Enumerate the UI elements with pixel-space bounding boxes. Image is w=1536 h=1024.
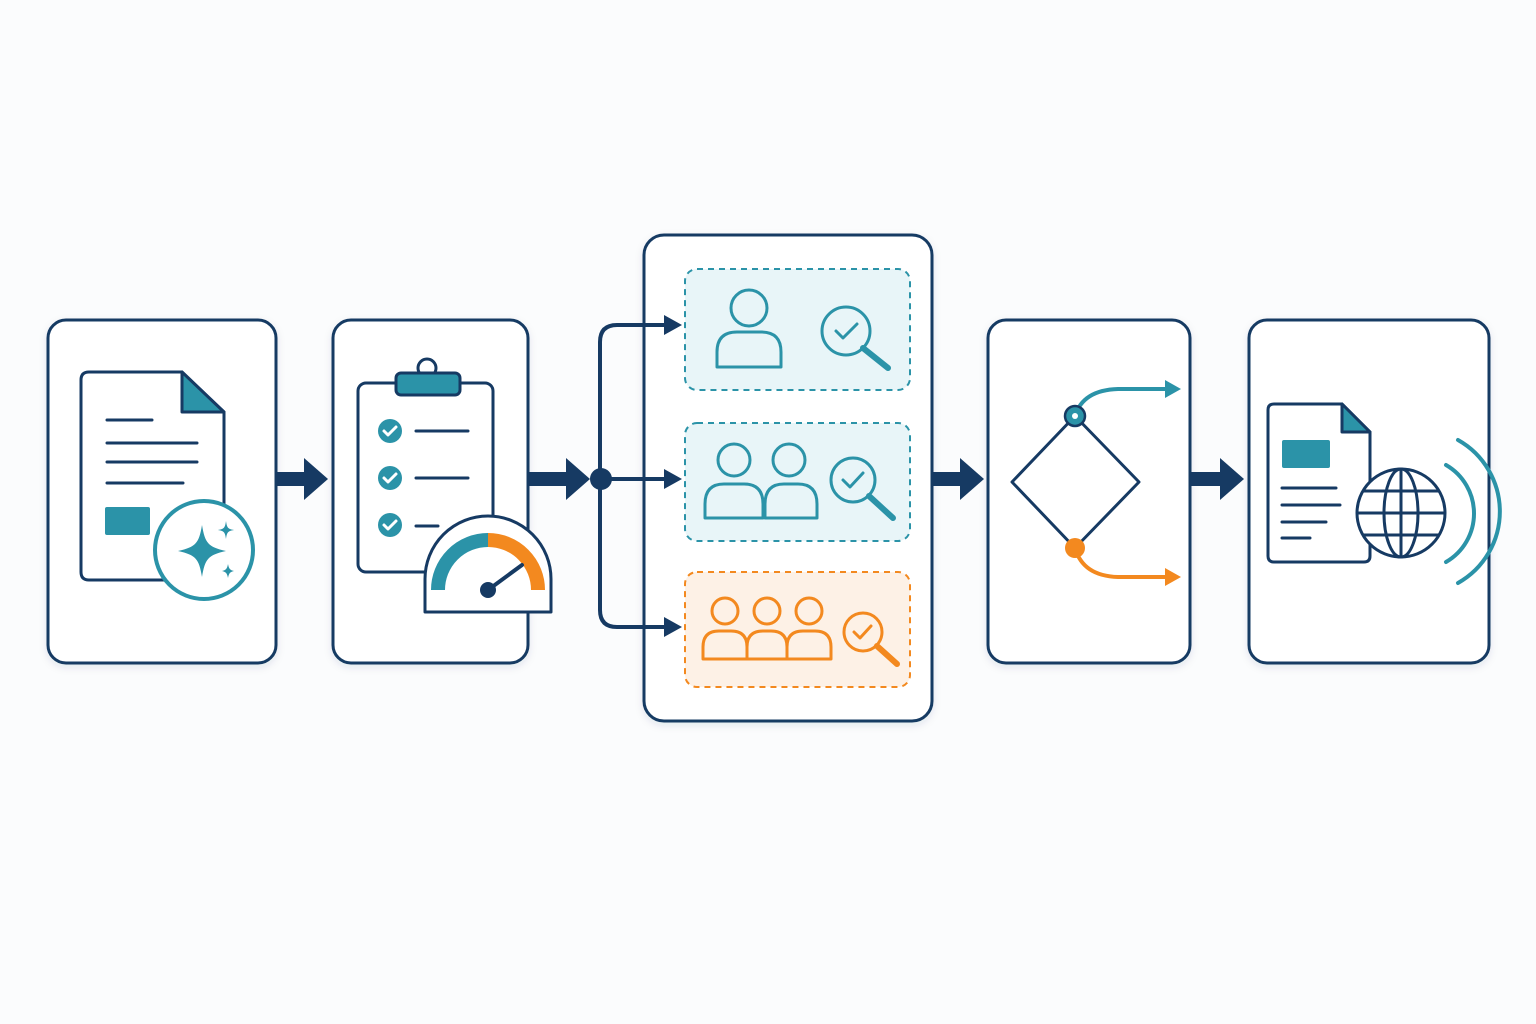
review-group-2 xyxy=(684,422,911,542)
signal-waves-icon xyxy=(1444,438,1502,585)
check-icon xyxy=(378,466,402,490)
document-sparkle-icon xyxy=(79,370,255,601)
review-group-1 xyxy=(684,268,911,391)
three-reviewers-icon xyxy=(701,596,833,661)
magnifier-check-icon xyxy=(842,611,900,667)
check-icon xyxy=(378,419,402,443)
decision-diamond-icon xyxy=(1010,380,1181,586)
arrow-1-2 xyxy=(276,458,328,500)
checklist-gauge-icon xyxy=(356,357,553,614)
two-reviewers-icon xyxy=(703,442,819,520)
split-node xyxy=(590,468,612,490)
arrow-4-5 xyxy=(1190,458,1244,500)
magnifier-check-icon xyxy=(829,456,896,521)
check-icon xyxy=(378,513,402,537)
magnifier-check-icon xyxy=(820,305,891,371)
gauge-icon xyxy=(423,514,553,614)
split-arrowheads xyxy=(664,315,682,637)
arrow-2-3 xyxy=(528,458,590,500)
globe-icon xyxy=(1355,467,1447,559)
document-globe-icon xyxy=(1266,402,1502,585)
single-reviewer-icon xyxy=(715,288,783,369)
review-group-3 xyxy=(684,571,911,688)
arrow-3-4 xyxy=(932,458,984,500)
reviewer-groups-icon xyxy=(684,268,911,688)
stage-card-4 xyxy=(986,318,1192,665)
